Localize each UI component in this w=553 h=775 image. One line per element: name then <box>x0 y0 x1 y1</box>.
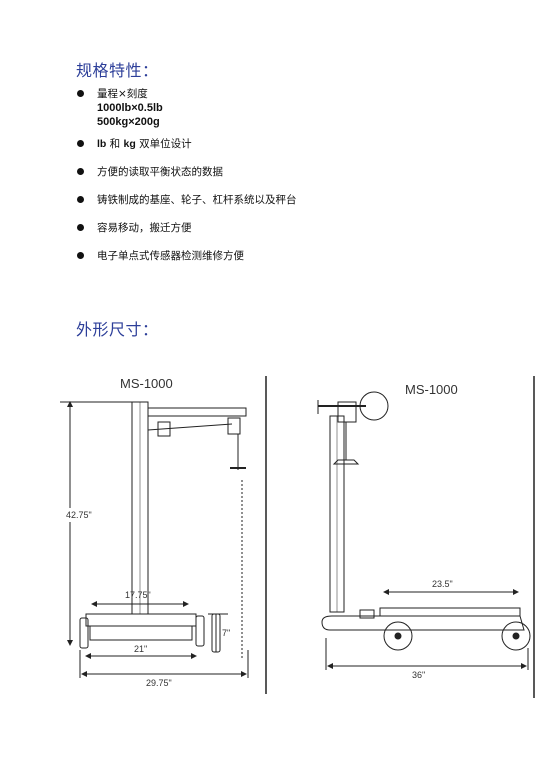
overall-length-label: 36" <box>412 670 425 680</box>
spec-range-label: 量程×刻度 <box>97 88 148 100</box>
platform-shape <box>379 607 521 617</box>
spec-text: 电子单点式传感器检测维修方便 <box>97 250 244 262</box>
bullet-icon <box>77 90 84 97</box>
bullet-icon <box>77 196 84 203</box>
model-label-right: MS-1000 <box>405 382 458 397</box>
spec-list: 量程×刻度 1000lb×0.5lb 500kg×200g lb 和 kg 双单… <box>76 87 516 277</box>
height-label-bg <box>64 508 104 522</box>
front-view-drawing: MS-1000 23.5" 36" <box>317 376 535 698</box>
wheel-front-right <box>501 621 531 651</box>
platform-shape <box>85 613 197 627</box>
base-frame <box>321 615 525 631</box>
foot-pedal <box>359 609 375 619</box>
beam-box <box>157 421 171 437</box>
spec-heading: 规格特性： <box>76 61 159 80</box>
platform-length-label: 23.5" <box>432 579 453 589</box>
unit-lb: lb <box>97 138 107 150</box>
list-item: 方便的读取平衡状态的数据 <box>76 165 516 193</box>
base-shape <box>89 625 193 641</box>
spec-text: 铸铁制成的基座、轮子、杠杆系统以及秤台 <box>97 194 297 206</box>
beam-head <box>337 401 357 423</box>
unit-kg: kg <box>123 138 136 150</box>
wheel-left <box>79 617 89 649</box>
bullet-icon <box>77 140 84 147</box>
unit-rest: 双单位设计 <box>135 138 192 150</box>
wheel-hub-right <box>512 632 520 640</box>
dial-circle <box>359 391 389 421</box>
base-width-label: 21" <box>134 644 147 654</box>
spec-range-kg: 500kg×200g <box>97 116 160 128</box>
spec-range-lb: 1000lb×0.5lb <box>97 102 163 114</box>
scale-dimension-drawing: MS-1000 42.75" 17.75" 7" 21" <box>60 376 535 698</box>
wheel-front-left <box>383 621 413 651</box>
overall-width-label: 29.75" <box>146 678 172 688</box>
wheel-hub-left <box>394 632 402 640</box>
beam-rod <box>147 423 233 431</box>
wheel-height-label: 7" <box>222 628 230 638</box>
list-item: 铸铁制成的基座、轮子、杠杆系统以及秤台 <box>76 193 516 221</box>
beam-arm-shape <box>147 407 247 417</box>
dimensions-heading: 外形尺寸： <box>76 320 159 339</box>
poise-shape <box>227 417 241 435</box>
side-view-drawing: MS-1000 42.75" 17.75" 7" 21" <box>60 376 249 688</box>
platform-width-label: 17.75" <box>125 590 151 600</box>
list-item: lb 和 kg 双单位设计 <box>76 137 516 165</box>
counterweight-shape <box>332 459 360 465</box>
bullet-icon <box>77 252 84 259</box>
list-item: 容易移动，搬迁方便 <box>76 221 516 249</box>
unit-and: 和 <box>106 138 124 150</box>
spec-text: 方便的读取平衡状态的数据 <box>97 166 223 178</box>
model-label-left: MS-1000 <box>120 376 173 391</box>
spec-text: 容易移动，搬迁方便 <box>97 222 192 234</box>
list-item: 量程×刻度 1000lb×0.5lb 500kg×200g <box>76 87 516 137</box>
bullet-icon <box>77 224 84 231</box>
list-item: 电子单点式传感器检测维修方便 <box>76 249 516 277</box>
bullet-icon <box>77 168 84 175</box>
height-label: 42.75" <box>66 510 92 520</box>
wheel-right <box>195 615 205 647</box>
